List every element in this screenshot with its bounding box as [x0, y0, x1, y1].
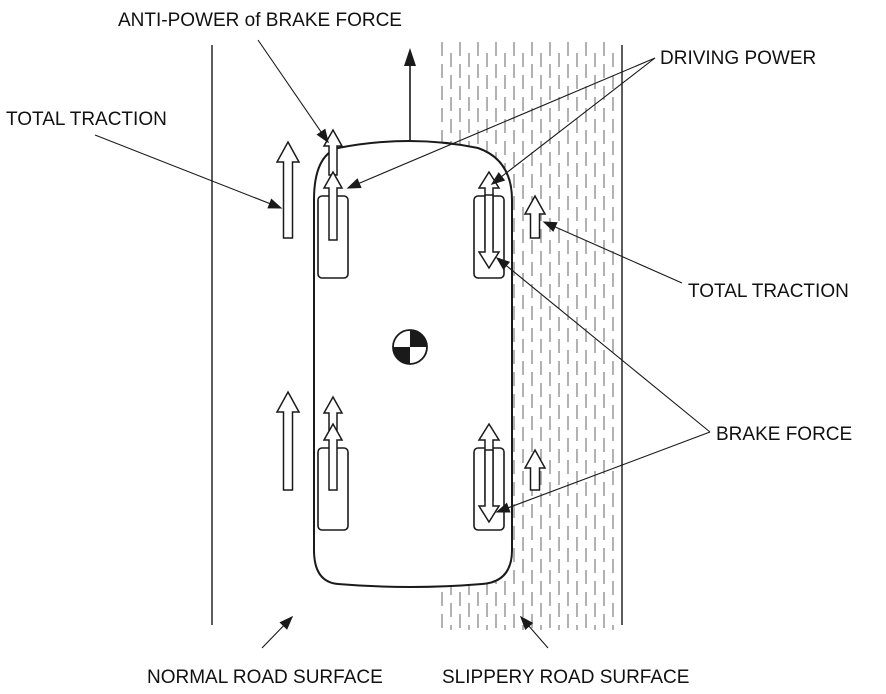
driving-power-arrow-front-left: [322, 170, 344, 241]
total-traction-arrow-rear-left: [275, 390, 301, 491]
driving-power-leader-right-head: [490, 172, 506, 185]
brake-force-arrow-rear-right: [477, 449, 501, 524]
total-traction-right-label: TOTAL TRACTION: [688, 281, 849, 302]
brake-force-leader-front: [496, 257, 711, 433]
brake-force-leader-rear: [496, 431, 711, 513]
total-traction-arrow-front-right: [523, 194, 547, 239]
normal-road-leader-head: [279, 615, 294, 630]
brake-force-arrow-front-right: [477, 194, 501, 270]
center-of-gravity-icon: [392, 329, 428, 365]
driving-power-label: DRIVING POWER: [660, 48, 816, 69]
total-traction-arrow-front-left: [275, 140, 301, 239]
slippery-road-leader-head: [519, 615, 534, 630]
brake-force-label: BRAKE FORCE: [716, 424, 852, 445]
driving-power-leader-left: [347, 57, 656, 189]
anti-power-label: ANTI-POWER of BRAKE FORCE: [118, 10, 402, 31]
total-traction-leader-right-head: [542, 221, 558, 232]
slippery-road-label: SLIPPERY ROAD SURFACE: [442, 667, 689, 688]
driving-power-arrow-rear-left: [322, 422, 344, 491]
total-traction-leader-right: [543, 221, 683, 284]
normal-road-label: NORMAL ROAD SURFACE: [147, 667, 383, 688]
driving-power-leader-right: [491, 57, 656, 185]
brake-force-leader-rear-head: [495, 502, 511, 513]
total-traction-left-label: TOTAL TRACTION: [6, 109, 167, 130]
total-traction-leader-left: [94, 134, 282, 209]
forward-direction-arrow: [404, 48, 416, 140]
anti-power-leader: [257, 39, 329, 143]
total-traction-arrow-rear-right: [523, 448, 547, 491]
anti-power-leader-head: [316, 128, 329, 144]
brake-force-leader-front-head: [495, 257, 511, 271]
total-traction-leader-left-head: [267, 198, 283, 209]
driving-power-leader-left-head: [346, 178, 362, 189]
